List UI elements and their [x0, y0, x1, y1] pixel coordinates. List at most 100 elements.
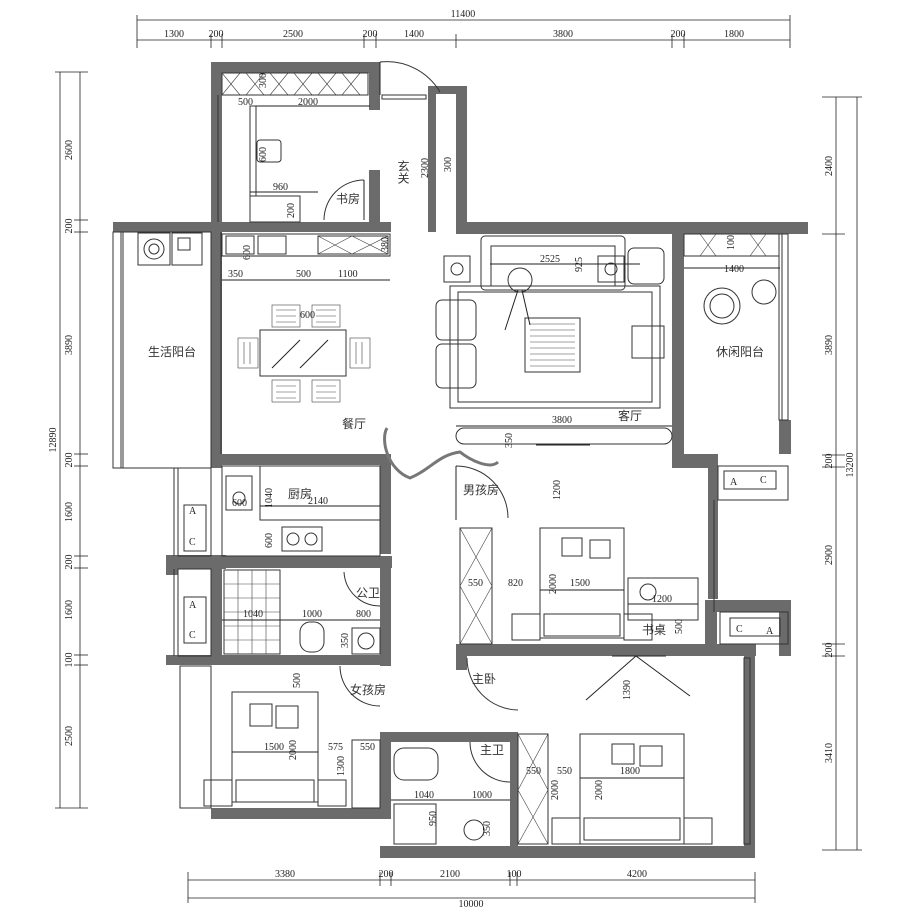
dim-table-600: 600 [300, 310, 315, 321]
dim-k-600: 600 [232, 498, 247, 509]
dim-top-8: 1800 [724, 29, 744, 40]
master-bed [579, 733, 685, 845]
dim-left-9: 2500 [64, 726, 75, 746]
dim-top-6: 3800 [553, 29, 573, 40]
room-label-dining: 餐厅 [342, 416, 366, 431]
bottom-dimensions: 3380 200 2100 100 4200 10000 [187, 869, 756, 910]
top-dimensions: 11400 1300 200 2500 200 1400 3800 200 18… [136, 9, 791, 48]
ac-label-a-1: A [189, 506, 197, 517]
dim-m-2000b: 2000 [594, 780, 605, 800]
dim-bottom-1: 3380 [275, 869, 295, 880]
entry-area: 玄关 2300 300 [379, 61, 454, 184]
dim-m-2000: 2000 [550, 780, 561, 800]
kitchen: 600 1040 2140 600 厨房 [221, 465, 381, 557]
dim-mb-1000: 1000 [472, 790, 492, 801]
walls [113, 62, 808, 858]
dim-tv-350: 350 [504, 433, 515, 448]
dim-study-200: 200 [286, 203, 297, 218]
dim-bal-1400: 1400 [724, 264, 744, 275]
study-door-swing [323, 179, 365, 221]
master-toilet [393, 747, 439, 781]
dim-bottom-5: 4200 [627, 869, 647, 880]
ac-label-c-4: C [736, 624, 743, 635]
dim-pb-1040: 1040 [243, 609, 263, 620]
leisure-balcony: 100 1400 休闲阳台 [683, 233, 780, 359]
dim-study-300: 300 [258, 73, 269, 88]
living-room: 2525 925 3800 350 客厅 [383, 235, 673, 480]
dim-boy-1500: 1500 [570, 578, 590, 589]
dim-top-1: 1300 [164, 29, 184, 40]
dim-k-600b: 600 [264, 533, 275, 548]
room-label-study: 书房 [336, 191, 360, 206]
dim-top-2: 200 [209, 29, 224, 40]
ac-label-a-4: A [766, 626, 774, 637]
boy-bed [539, 527, 625, 639]
public-basin [351, 627, 381, 655]
master-shower [393, 803, 437, 845]
dim-desk-1200: 1200 [652, 594, 672, 605]
room-label-living-balcony: 生活阳台 [148, 344, 196, 359]
ac-label-a-3: A [730, 477, 738, 488]
round-chair [703, 287, 741, 325]
master-bedroom: 主卧 1390 550 550 2000 1800 2000 [466, 655, 713, 845]
girl-room: 女孩房 500 1500 2000 575 550 1300 [203, 665, 386, 809]
dim-boy-550: 550 [468, 578, 483, 589]
watermark-logo [383, 427, 500, 480]
dim-sofa-925: 925 [574, 257, 585, 272]
ac-label-c-2: C [189, 630, 196, 641]
dim-mb-950: 950 [428, 811, 439, 826]
room-label-desk: 书桌 [642, 623, 666, 637]
girl-wardrobe [351, 739, 381, 809]
master-wardrobe [517, 733, 549, 845]
left-dimensions: 2600 200 3890 200 1600 200 1600 100 2500… [48, 71, 88, 809]
dim-tv-3800: 3800 [552, 415, 572, 426]
dim-m-550: 550 [526, 766, 541, 777]
desk-chair [639, 583, 657, 601]
public-bath: 1040 1000 800 350 公卫 [222, 569, 381, 655]
dim-k-1040: 1040 [264, 488, 275, 508]
dim-study-2000: 2000 [298, 97, 318, 108]
dim-top-7: 200 [671, 29, 686, 40]
dim-right-1: 2400 [824, 156, 835, 176]
dim-top-3: 2500 [283, 29, 303, 40]
dim-m-550b: 550 [557, 766, 572, 777]
dim-g-2000: 2000 [288, 740, 299, 760]
dim-chair-600: 600 [258, 147, 269, 162]
desk [627, 577, 699, 621]
dim-boy-2000: 2000 [548, 574, 559, 594]
dim-bal-100: 100 [726, 235, 737, 250]
dim-entry-2300: 2300 [420, 158, 431, 178]
dim-right-3: 200 [824, 454, 835, 469]
dim-k-2140: 2140 [308, 496, 328, 507]
dim-right-5: 200 [824, 643, 835, 658]
dining-table [259, 329, 347, 377]
armchair [631, 325, 665, 359]
dim-g-1300: 1300 [336, 756, 347, 776]
dim-g-1500: 1500 [264, 742, 284, 753]
dim-top-total: 11400 [451, 9, 476, 20]
dim-left-6: 200 [64, 555, 75, 570]
dim-sofa-2525: 2525 [540, 254, 560, 265]
dim-right-2: 3890 [824, 335, 835, 355]
dim-bottom-3: 2100 [440, 869, 460, 880]
dim-mb-1040: 1040 [414, 790, 434, 801]
dim-cab-380: 380 [380, 237, 391, 252]
dim-right-4: 2900 [824, 545, 835, 565]
master-basin [463, 819, 485, 841]
dim-study-960: 960 [273, 182, 288, 193]
dim-g-575: 575 [328, 742, 343, 753]
dim-bottom-2: 200 [379, 869, 394, 880]
dim-left-3: 3890 [64, 335, 75, 355]
dim-cab-1100: 1100 [338, 269, 358, 280]
plant [751, 279, 777, 305]
room-label-leisure-balcony: 休闲阳台 [716, 344, 764, 359]
dim-m-1800: 1800 [620, 766, 640, 777]
dim-left-1: 2600 [64, 140, 75, 160]
dim-cab-350: 350 [228, 269, 243, 280]
kitchen-sink [225, 475, 253, 511]
ac-label-c-1: C [189, 537, 196, 548]
dim-bottom-4: 100 [507, 869, 522, 880]
public-toilet [299, 621, 325, 653]
dining-chairs [237, 304, 371, 403]
